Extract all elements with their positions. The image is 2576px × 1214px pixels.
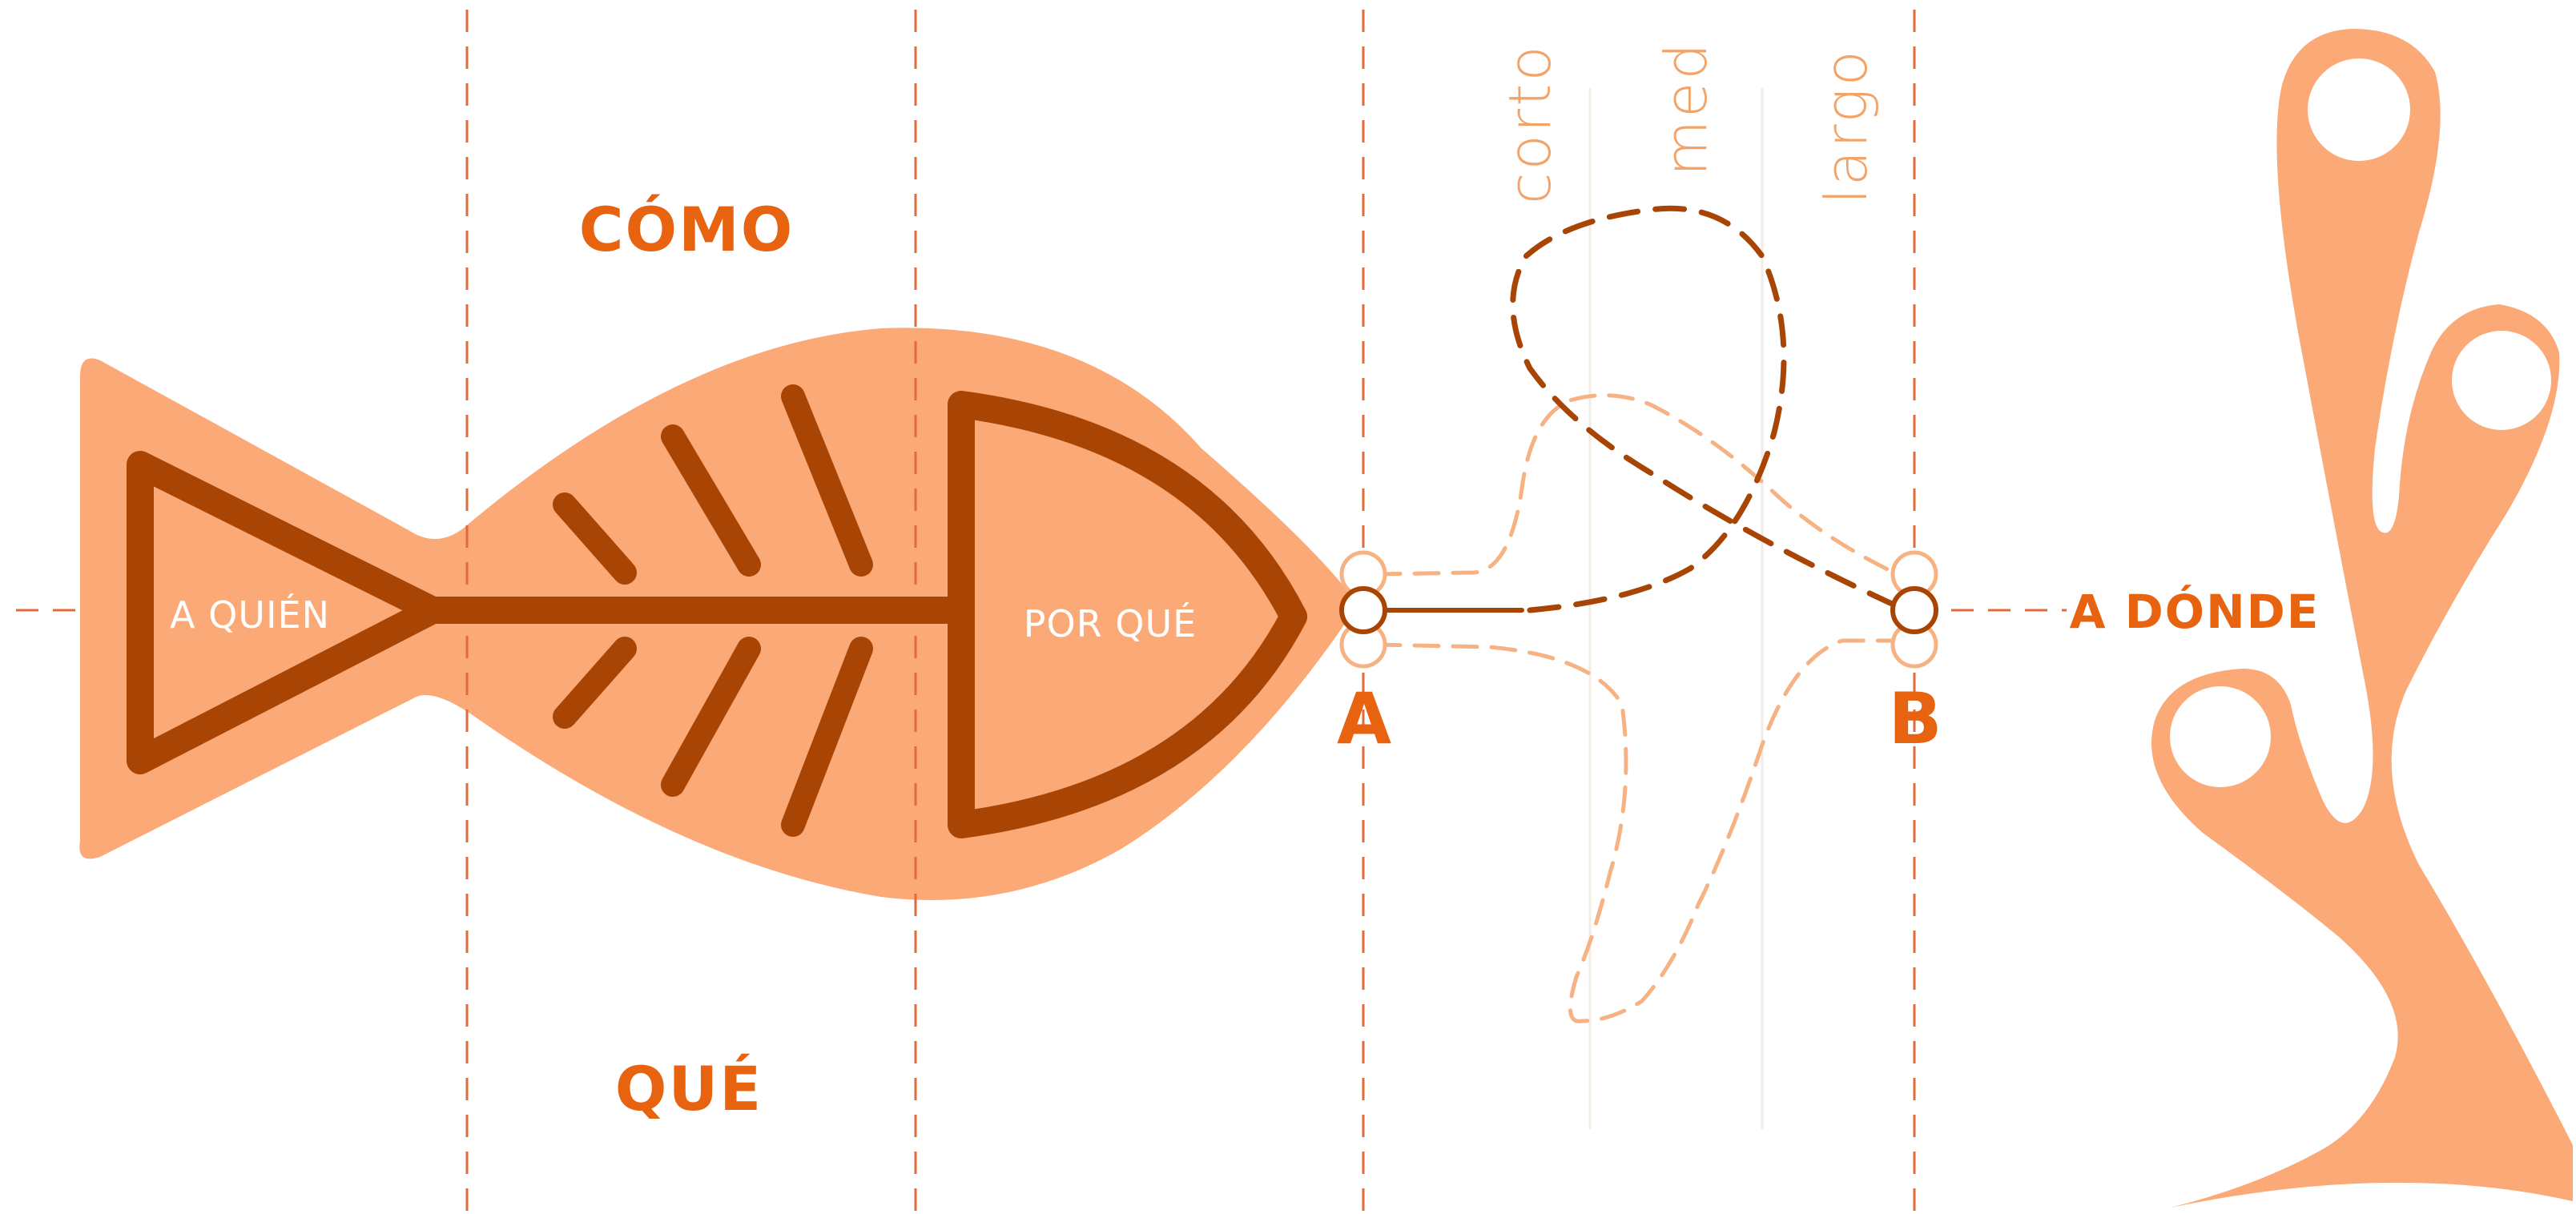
time-horizon-lines — [1588, 88, 1764, 1129]
node-a — [1339, 550, 1387, 669]
label-point-a: A — [1337, 677, 1393, 760]
rib-upper-1 — [553, 492, 637, 585]
label-a-donde: A DÓNDE — [2070, 584, 2320, 639]
path-lower-light — [1374, 638, 1905, 1023]
coral-icon — [2151, 28, 2573, 1208]
label-como: CÓMO — [579, 193, 795, 265]
coral-hole-3 — [2170, 686, 2271, 787]
node-b-center-ring — [1890, 586, 1938, 634]
label-que: QUÉ — [615, 1053, 763, 1124]
fish-skeleton-icon — [127, 384, 1307, 838]
label-medium-term: med — [1652, 41, 1720, 176]
path-upper-light — [1374, 393, 1905, 579]
label-short-term: corto — [1496, 43, 1564, 204]
node-a-center-ring — [1339, 586, 1387, 634]
label-long-term: largo — [1813, 48, 1880, 204]
coral-hole-2 — [2452, 331, 2551, 430]
node-b — [1890, 550, 1938, 669]
rib-lower-2 — [661, 637, 761, 797]
main-route — [1374, 205, 1906, 613]
rib-upper-2 — [661, 424, 761, 577]
rib-lower-3 — [781, 637, 873, 837]
coral-shape — [2151, 28, 2573, 1208]
rib-lower-1 — [553, 637, 637, 729]
rib-upper-3 — [781, 384, 873, 577]
tail-bone — [127, 451, 446, 774]
head-bone — [948, 391, 1307, 838]
label-point-b: B — [1888, 677, 1943, 760]
path-dashed-loop — [1510, 205, 1906, 613]
alternative-paths — [1374, 393, 1905, 1023]
label-por-que: POR QUÉ — [1024, 602, 1197, 645]
label-a-quien: A QUIÉN — [170, 593, 330, 637]
coral-hole-1 — [2308, 58, 2410, 161]
